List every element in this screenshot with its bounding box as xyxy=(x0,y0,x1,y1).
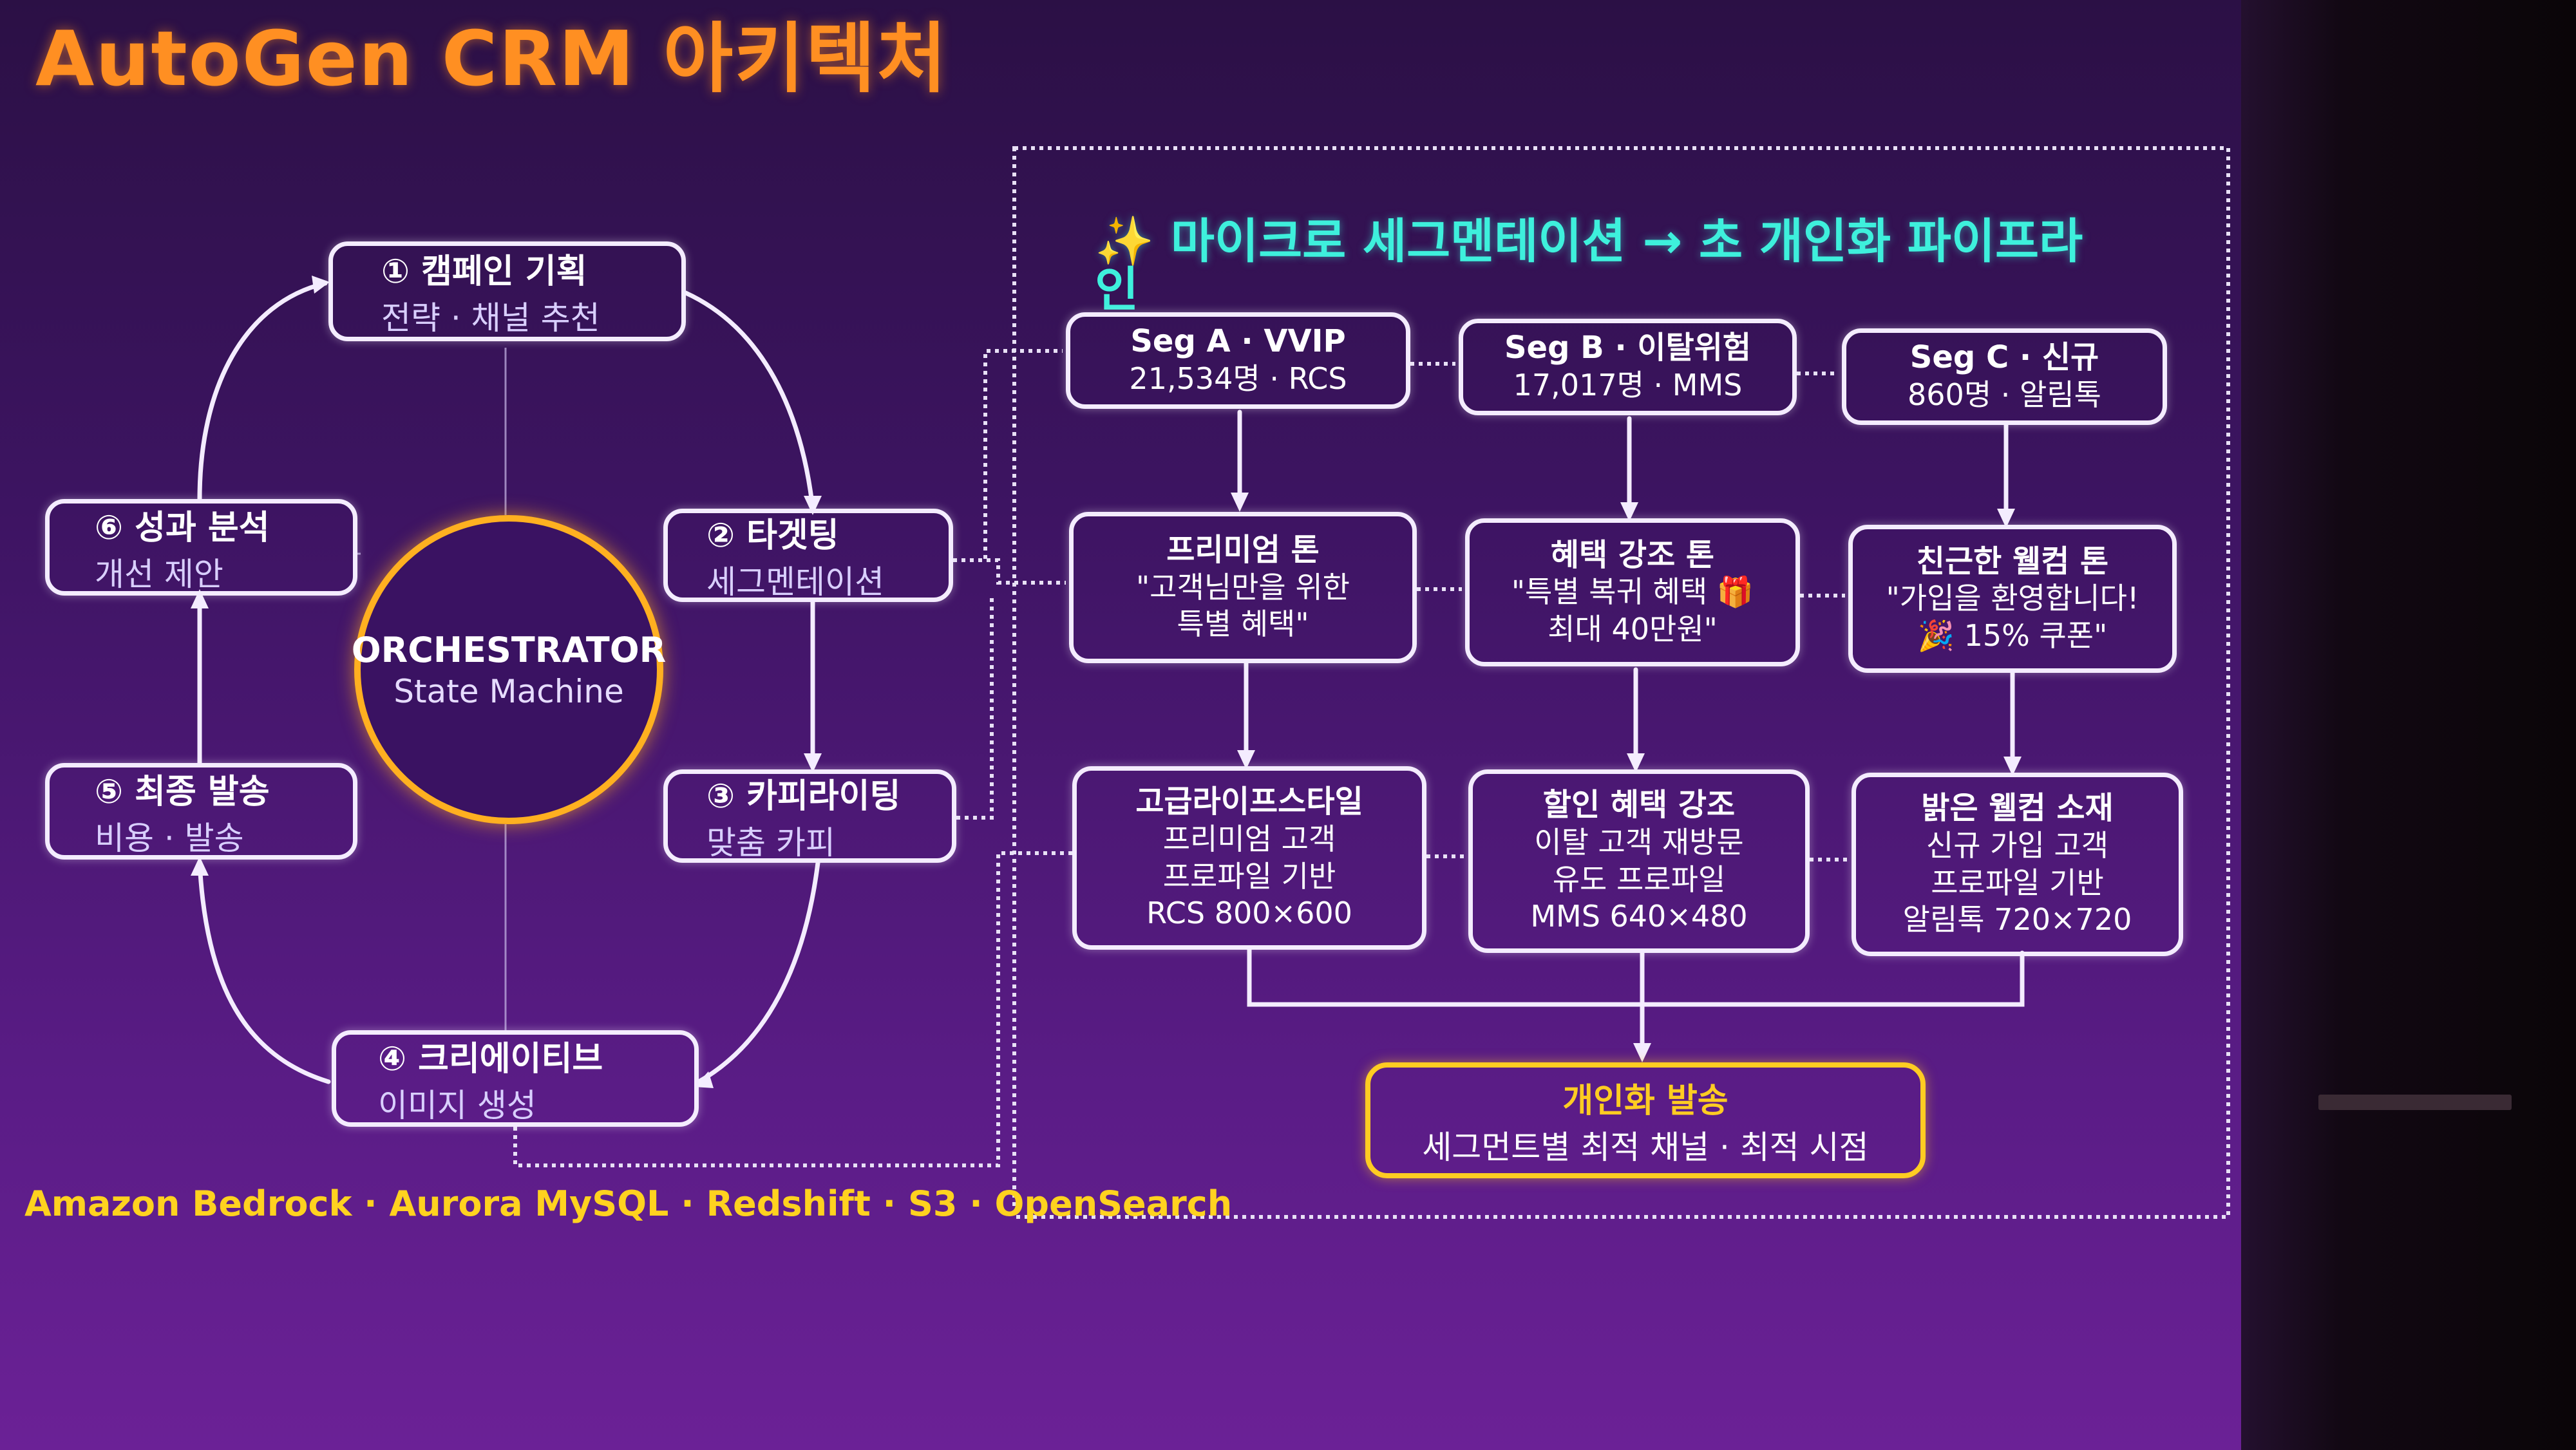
dotted-creative-creativeA xyxy=(513,851,1072,1167)
step-subtitle: 개선 제안 xyxy=(95,555,223,593)
step-title: ② 타겟팅 xyxy=(706,516,839,555)
cycle-arrow-3-4 xyxy=(696,860,820,1084)
creative-line: 프로파일 기반 xyxy=(1931,865,2104,900)
segment-detail: 21,534명 · RCS xyxy=(1129,361,1347,397)
creative-discount: 할인 혜택 강조 이탈 고객 재방문 유도 프로파일 MMS 640×480 xyxy=(1468,769,1810,953)
room-dark-edge xyxy=(2241,0,2576,1450)
tone-line: 특별 혜택" xyxy=(1177,607,1309,642)
step-title: ① 캠페인 기획 xyxy=(381,252,587,291)
tone-welcome: 친근한 웰컴 톤 "가입을 환영합니다! 🎉 15% 쿠폰" xyxy=(1848,525,2177,673)
creative-title: 밝은 웰컴 소재 xyxy=(1921,790,2114,827)
creative-welcome: 밝은 웰컴 소재 신규 가입 고객 프로파일 기반 알림톡 720×720 xyxy=(1852,773,2183,956)
step-campaign-planning: ① 캠페인 기획 전략 · 채널 추천 xyxy=(328,241,686,341)
step-subtitle: 세그멘테이션 xyxy=(706,563,884,601)
segment-title: Seg B · 이탈위험 xyxy=(1504,330,1752,366)
delivery-title: 개인화 발송 xyxy=(1562,1081,1728,1120)
tone-line: "고객님만을 위한 xyxy=(1135,569,1350,605)
creative-line: 프리미엄 고객 xyxy=(1162,822,1336,857)
cycle-arrow-6-1 xyxy=(197,281,328,502)
room-shelf xyxy=(2318,1095,2512,1110)
tone-title: 친근한 웰컴 톤 xyxy=(1916,543,2109,579)
segment-title: Seg C · 신규 xyxy=(1909,339,2099,376)
creative-line: 프로파일 기반 xyxy=(1162,858,1336,894)
tone-line: 최대 40만원" xyxy=(1548,611,1718,646)
dotted-targeting-toneA xyxy=(953,558,1066,585)
orchestrator-title: ORCHESTRATOR xyxy=(351,629,667,670)
cycle-arrow-4-5 xyxy=(197,860,331,1084)
tech-stack-footer: Amazon Bedrock · Aurora MySQL · Redshift… xyxy=(24,1183,1233,1224)
segment-a: Seg A · VVIP 21,534명 · RCS xyxy=(1066,312,1410,409)
creative-title: 할인 혜택 강조 xyxy=(1542,787,1736,824)
dotted-copy-toneA xyxy=(956,596,994,820)
micro-title-continuation: 인 xyxy=(1095,262,1139,317)
sparkles-icon: ✨ xyxy=(1095,214,1155,269)
creative-line: RCS 800×600 xyxy=(1146,896,1352,931)
step-title: ④ 크리에이티브 xyxy=(378,1039,603,1078)
dotted-panel-frame xyxy=(1012,146,2230,1219)
segment-b: Seg B · 이탈위험 17,017명 · MMS xyxy=(1459,319,1797,415)
step-copywriting: ③ 카피라이팅 맞춤 카피 xyxy=(663,769,956,863)
tone-premium: 프리미엄 톤 "고객님만을 위한 특별 혜택" xyxy=(1069,512,1417,663)
step-subtitle: 이미지 생성 xyxy=(378,1086,536,1124)
segment-detail: 17,017명 · MMS xyxy=(1513,368,1743,403)
tone-title: 혜택 강조 톤 xyxy=(1550,536,1715,573)
creative-title: 고급라이프스타일 xyxy=(1135,784,1363,820)
cycle-arrow-1-2 xyxy=(683,290,815,511)
segment-detail: 860명 · 알림톡 xyxy=(1908,377,2101,413)
page-title: AutoGen CRM 아키텍처 xyxy=(35,14,948,103)
step-subtitle: 전략 · 채널 추천 xyxy=(381,299,600,337)
creative-line: 유도 프로파일 xyxy=(1552,862,1726,897)
step-title: ⑥ 성과 분석 xyxy=(95,508,270,547)
delivery-subtitle: 세그먼트별 최적 채널 · 최적 시점 xyxy=(1422,1128,1869,1166)
step-title: ⑤ 최종 발송 xyxy=(95,772,270,811)
creative-line: MMS 640×480 xyxy=(1530,899,1748,934)
segment-c: Seg C · 신규 860명 · 알림톡 xyxy=(1842,328,2167,425)
step-subtitle: 비용 · 발송 xyxy=(95,819,244,857)
orchestrator-subtitle: State Machine xyxy=(393,672,624,710)
merge-line xyxy=(1247,947,2025,1007)
personalized-delivery: 개인화 발송 세그먼트별 최적 채널 · 최적 시점 xyxy=(1365,1062,1926,1178)
step-performance-analysis: ⑥ 성과 분석 개선 제안 xyxy=(45,499,357,596)
tone-title: 프리미엄 톤 xyxy=(1166,532,1320,569)
segment-title: Seg A · VVIP xyxy=(1130,323,1346,360)
micro-segmentation-title: ✨ 마이크로 세그멘테이션 → 초 개인화 파이프라 xyxy=(1095,203,2083,272)
step-creative: ④ 크리에이티브 이미지 생성 xyxy=(332,1030,699,1127)
tone-line: "특별 복귀 혜택 🎁 xyxy=(1511,574,1754,610)
tone-line: 🎉 15% 쿠폰" xyxy=(1917,617,2108,653)
step-title: ③ 카피라이팅 xyxy=(706,777,901,816)
step-targeting: ② 타겟팅 세그멘테이션 xyxy=(663,509,953,602)
step-subtitle: 맞춤 카피 xyxy=(706,824,835,862)
creative-line: 신규 가입 고객 xyxy=(1926,828,2109,863)
creative-premium: 고급라이프스타일 프리미엄 고객 프로파일 기반 RCS 800×600 xyxy=(1072,766,1426,950)
orchestrator-node: ORCHESTRATOR State Machine xyxy=(351,515,667,824)
creative-line: 알림톡 720×720 xyxy=(1902,902,2132,937)
tone-line: "가입을 환영합니다! xyxy=(1886,581,2139,616)
step-final-send: ⑤ 최종 발송 비용 · 발송 xyxy=(45,763,357,860)
tone-benefit: 혜택 강조 톤 "특별 복귀 혜택 🎁 최대 40만원" xyxy=(1465,518,1800,666)
micro-title-text: 마이크로 세그멘테이션 → 초 개인화 파이프라 xyxy=(1170,214,2083,269)
dotted-targeting-segA xyxy=(953,349,1063,562)
creative-line: 이탈 고객 재방문 xyxy=(1534,825,1744,860)
